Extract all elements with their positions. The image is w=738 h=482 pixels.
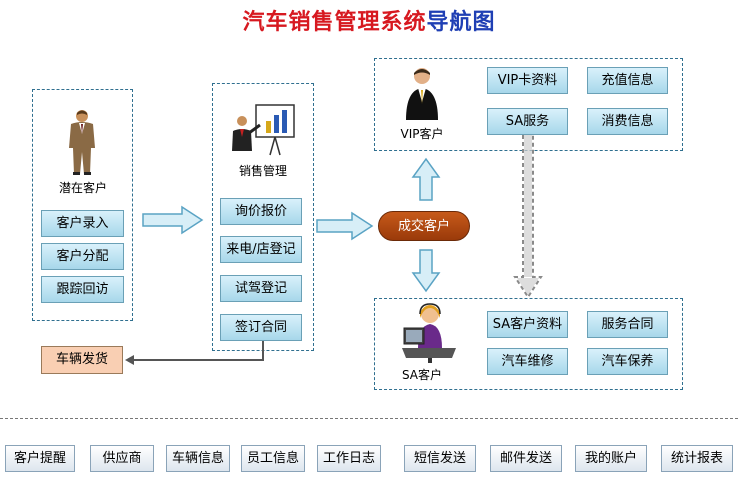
car-maintenance-button[interactable]: 汽车保养	[587, 348, 668, 375]
consumption-info-button[interactable]: 消费信息	[587, 108, 668, 135]
email-send-button[interactable]: 邮件发送	[490, 445, 562, 472]
sales-caption: 销售管理	[238, 164, 287, 178]
work-log-button[interactable]: 工作日志	[317, 445, 381, 472]
sign-contract-button[interactable]: 签订合同	[220, 314, 302, 341]
presentation-icon	[232, 104, 295, 156]
follow-up-button[interactable]: 跟踪回访	[41, 276, 124, 303]
vehicle-ship-button[interactable]: 车辆发货	[41, 346, 123, 374]
potential-caption: 潜在客户	[58, 181, 107, 195]
vip-caption: VIP客户	[400, 127, 444, 141]
my-account-button[interactable]: 我的账户	[575, 445, 647, 472]
vip-card-info-button[interactable]: VIP卡资料	[487, 67, 568, 94]
title-main: 汽车销售管理系统	[242, 10, 427, 35]
arrow-down-icon	[411, 249, 441, 293]
supplier-button[interactable]: 供应商	[90, 445, 154, 472]
businessman-icon	[69, 110, 95, 175]
arrow-right-icon	[142, 205, 204, 235]
car-repair-button[interactable]: 汽车维修	[487, 348, 568, 375]
test-drive-button[interactable]: 试驾登记	[220, 275, 302, 302]
employee-info-button[interactable]: 员工信息	[241, 445, 305, 472]
title-suffix: 导航图	[426, 10, 496, 35]
page-title: 汽车销售管理系统导航图	[0, 4, 738, 36]
arrow-dashed-down-icon	[513, 135, 543, 299]
service-contract-button[interactable]: 服务合同	[587, 311, 668, 338]
deal-customer-button[interactable]: 成交客户	[378, 211, 470, 241]
sa-caption: SA客户	[401, 368, 443, 382]
sms-send-button[interactable]: 短信发送	[404, 445, 476, 472]
customer-reminder-button[interactable]: 客户提醒	[5, 445, 75, 472]
arrow-ship-icon	[125, 341, 264, 365]
customer-entry-button[interactable]: 客户录入	[41, 210, 124, 237]
potential-panel	[32, 89, 133, 321]
inquiry-quote-button[interactable]: 询价报价	[220, 198, 302, 225]
call-visit-register-button[interactable]: 来电/店登记	[220, 236, 302, 263]
sa-panel	[374, 298, 683, 390]
arrow-right-icon	[316, 211, 374, 241]
service-agent-icon	[402, 303, 456, 363]
arrow-up-icon	[411, 157, 441, 201]
sa-customer-info-button[interactable]: SA客户资料	[487, 311, 568, 338]
sa-service-button[interactable]: SA服务	[487, 108, 568, 135]
recharge-info-button[interactable]: 充值信息	[587, 67, 668, 94]
statistics-report-button[interactable]: 统计报表	[661, 445, 733, 472]
customer-assign-button[interactable]: 客户分配	[41, 243, 124, 270]
vip-person-icon	[406, 68, 438, 120]
divider	[0, 418, 738, 419]
vehicle-info-button[interactable]: 车辆信息	[166, 445, 230, 472]
